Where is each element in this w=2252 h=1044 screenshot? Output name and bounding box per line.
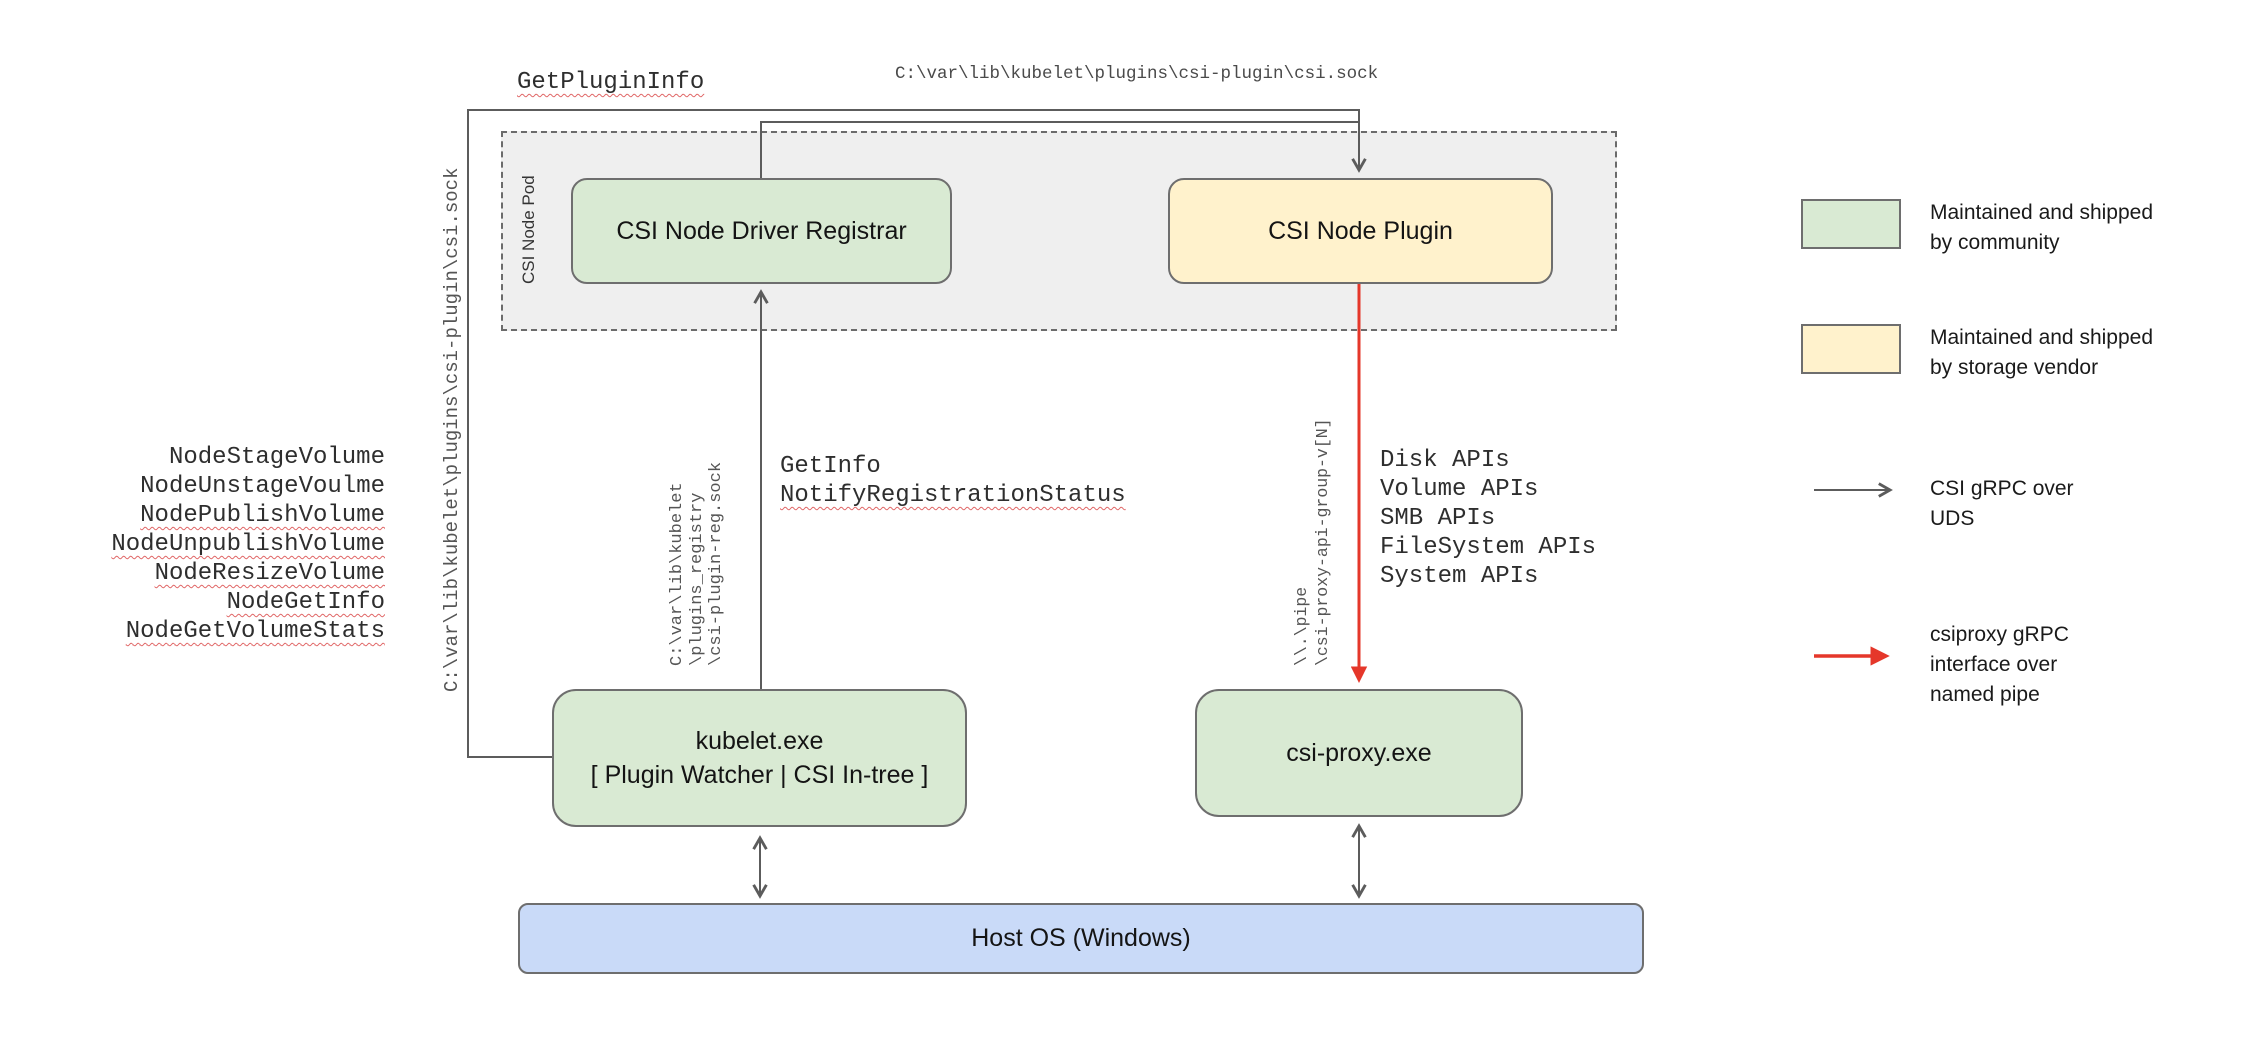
proxy-api-item: Disk APIs — [1380, 447, 1510, 474]
registry-sock-line: C:\var\lib\kubelet — [668, 482, 687, 666]
kubelet-node: kubelet.exe [ Plugin Watcher | CSI In-tr… — [552, 689, 967, 827]
legend-text-line: interface over — [1930, 653, 2058, 676]
legend-text-line: CSI gRPC over — [1930, 477, 2074, 500]
legend-item-label: CSI gRPC over UDS — [1930, 474, 2074, 534]
proxy-api-item: System APIs — [1380, 563, 1539, 590]
getplugininfo-label: GetPluginInfo — [517, 69, 705, 96]
registry-sock-label: C:\var\lib\kubelet \plugins_registry \cs… — [668, 462, 727, 666]
legend-item-label: csiproxy gRPC interface over named pipe — [1930, 620, 2069, 710]
node-rpc-item: NodeGetInfo — [226, 589, 385, 616]
legend-text-line: csiproxy gRPC — [1930, 623, 2069, 646]
host-os-node: Host OS (Windows) — [518, 903, 1644, 974]
host-os-label: Host OS (Windows) — [971, 924, 1191, 952]
getinfo-label: GetInfo — [780, 453, 881, 480]
csi-proxy-node: csi-proxy.exe — [1195, 689, 1523, 817]
csi-proxy-label: csi-proxy.exe — [1286, 738, 1432, 767]
csi-node-pod-label: CSI Node Pod — [519, 175, 538, 284]
node-rpc-list: NodeStageVolume NodeUnstageVoulme NodePu… — [85, 443, 385, 646]
node-rpc-item: NodeUnstageVoulme — [140, 473, 385, 500]
registrar-node: CSI Node Driver Registrar — [571, 178, 952, 284]
legend-item-label: Maintained and shipped by storage vendor — [1930, 323, 2153, 383]
legend-item-label: Maintained and shipped by community — [1930, 198, 2153, 258]
plugin-node: CSI Node Plugin — [1168, 178, 1553, 284]
proxy-api-item: SMB APIs — [1380, 505, 1496, 532]
csi-sock-path-left-label: C:\var\lib\kubelet\plugins\csi-plugin\cs… — [441, 167, 463, 693]
node-rpc-item: NodePublishVolume — [140, 502, 385, 529]
plugin-label: CSI Node Plugin — [1268, 216, 1453, 245]
node-rpc-item: NodeUnpublishVolume — [111, 531, 385, 558]
proxy-api-item: Volume APIs — [1380, 476, 1539, 503]
kubelet-label-line2: [ Plugin Watcher | CSI In-tree ] — [590, 761, 929, 789]
legend-text-line: Maintained and shipped — [1930, 326, 2154, 349]
legend-text-line: named pipe — [1930, 683, 2040, 706]
registration-rpc-list: GetInfo NotifyRegistrationStatus — [780, 452, 1126, 510]
legend-swatch-vendor — [1801, 324, 1901, 374]
proxy-api-item: FileSystem APIs — [1380, 534, 1597, 561]
node-rpc-item: NodeStageVolume — [168, 444, 385, 471]
legend-text-line: by storage vendor — [1930, 356, 2099, 379]
registry-sock-line: \csi-plugin-reg.sock — [707, 461, 726, 666]
notifyregistrationstatus-label: NotifyRegistrationStatus — [780, 482, 1126, 509]
csi-sock-path-top-label: C:\var\lib\kubelet\plugins\csi-plugin\cs… — [895, 64, 1379, 84]
registry-sock-line: \plugins_registry — [687, 492, 707, 666]
named-pipe-line: \\.\pipe — [1292, 586, 1311, 666]
legend-text-line: UDS — [1930, 507, 1975, 530]
named-pipe-line: \csi-proxy-api-group-v[N] — [1313, 418, 1332, 666]
named-pipe-label: \\.\pipe \csi-proxy-api-group-v[N] — [1291, 418, 1333, 666]
legend-text-line: Maintained and shipped — [1930, 201, 2154, 224]
node-rpc-item: NodeGetVolumeStats — [125, 618, 385, 645]
proxy-api-list: Disk APIs Volume APIs SMB APIs FileSyste… — [1380, 446, 1596, 591]
registrar-label: CSI Node Driver Registrar — [616, 216, 907, 245]
node-rpc-item: NodeResizeVolume — [154, 560, 385, 587]
legend-swatch-community — [1801, 199, 1901, 249]
kubelet-label-line1: kubelet.exe — [695, 727, 824, 755]
legend-text-line: by community — [1930, 231, 2060, 254]
